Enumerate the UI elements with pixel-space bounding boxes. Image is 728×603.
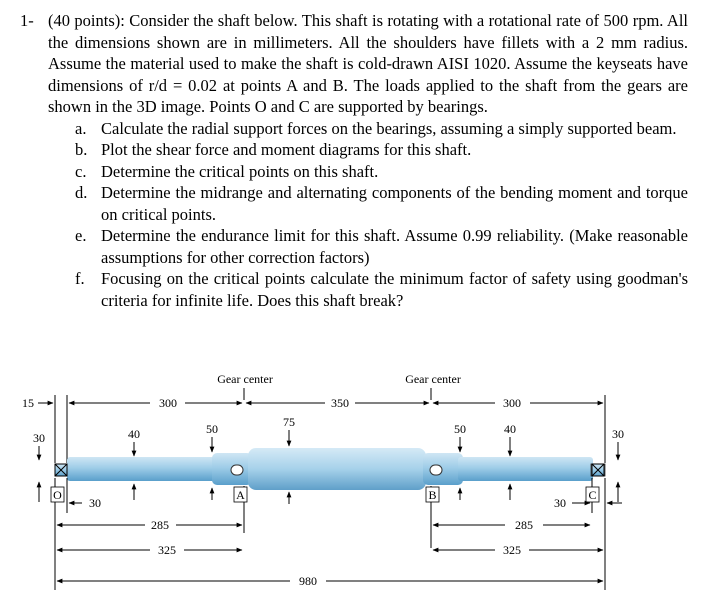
dim-30-right-length: 30	[554, 496, 566, 510]
up-arrows	[36, 481, 621, 504]
dim-dia-40-right: 40	[504, 422, 516, 436]
sub-question-a: a. Calculate the radial support forces on…	[75, 118, 688, 140]
dim-285-left: 285	[151, 518, 169, 532]
sub-question-text: Determine the midrange and alternating c…	[101, 183, 688, 224]
dim-285-right: 285	[515, 518, 533, 532]
shaft-figure: Gear center Gear center 15 300 350 300 3…	[0, 368, 728, 603]
sub-question-label: e.	[75, 226, 87, 245]
sub-question-list: a. Calculate the radial support forces on…	[20, 118, 688, 312]
top-dimension-row	[38, 395, 606, 463]
sub-question-e: e. Determine the endurance limit for this…	[75, 225, 688, 268]
sub-question-label: c.	[75, 161, 87, 181]
sub-question-text: Calculate the radial support forces on t…	[101, 118, 677, 138]
gear-center-right-label: Gear center	[405, 372, 461, 386]
dim-325-left: 325	[158, 543, 176, 557]
bearing-C-symbol	[591, 463, 605, 477]
shaft-drawing: Gear center Gear center 15 300 350 300 3…	[22, 372, 624, 590]
bearing-O-symbol	[54, 463, 68, 477]
dim-300-right: 300	[503, 396, 521, 410]
dim-325-right: 325	[503, 543, 521, 557]
dim-30-left-length: 30	[89, 496, 101, 510]
problem-statement: (40 points): Consider the shaft below. T…	[48, 11, 688, 116]
sub-question-f: f. Focusing on the critical points calcul…	[75, 268, 688, 311]
dim-15: 15	[22, 396, 34, 410]
dim-300-left: 300	[159, 396, 177, 410]
sub-question-label: f.	[75, 269, 85, 288]
extension-lines	[54, 478, 606, 590]
problem-header: 1- (40 points): Consider the shaft below…	[20, 10, 688, 118]
sub-question-label: b.	[75, 140, 88, 159]
problem-block: 1- (40 points): Consider the shaft below…	[20, 10, 688, 311]
dim-980-overall: 980	[299, 574, 317, 588]
sub-question-text: Plot the shear force and moment diagrams…	[101, 140, 472, 159]
problem-number: 1-	[20, 11, 34, 30]
dim-dia-75: 75	[283, 415, 295, 429]
gear-center-left-label: Gear center	[217, 372, 273, 386]
sub-question-text: Determine the critical points on this sh…	[101, 161, 379, 181]
sub-question-text: Determine the endurance limit for this s…	[101, 226, 688, 267]
sub-question-text: Focusing on the critical points calculat…	[101, 269, 688, 310]
point-O-label: O	[53, 488, 62, 502]
dim-dia-30-left: 30	[33, 431, 45, 445]
point-A-label: A	[236, 488, 245, 502]
sub-question-label: d.	[75, 183, 88, 202]
dim-dia-50-left: 50	[206, 422, 218, 436]
sub-question-b: b. Plot the shear force and moment diagra…	[75, 139, 688, 161]
point-B-label: B	[428, 488, 436, 502]
dim-350: 350	[331, 396, 349, 410]
dim-dia-40-left: 40	[128, 427, 140, 441]
dim-dia-50-right: 50	[454, 422, 466, 436]
sub-question-c: c. Determine the critical points on this …	[75, 161, 688, 183]
point-C-label: C	[588, 488, 596, 502]
shaft-body	[54, 448, 606, 490]
dim-dia-30-right: 30	[612, 427, 624, 441]
sub-question-label: a.	[75, 118, 87, 138]
sub-question-d: d. Determine the midrange and alternating…	[75, 182, 688, 225]
